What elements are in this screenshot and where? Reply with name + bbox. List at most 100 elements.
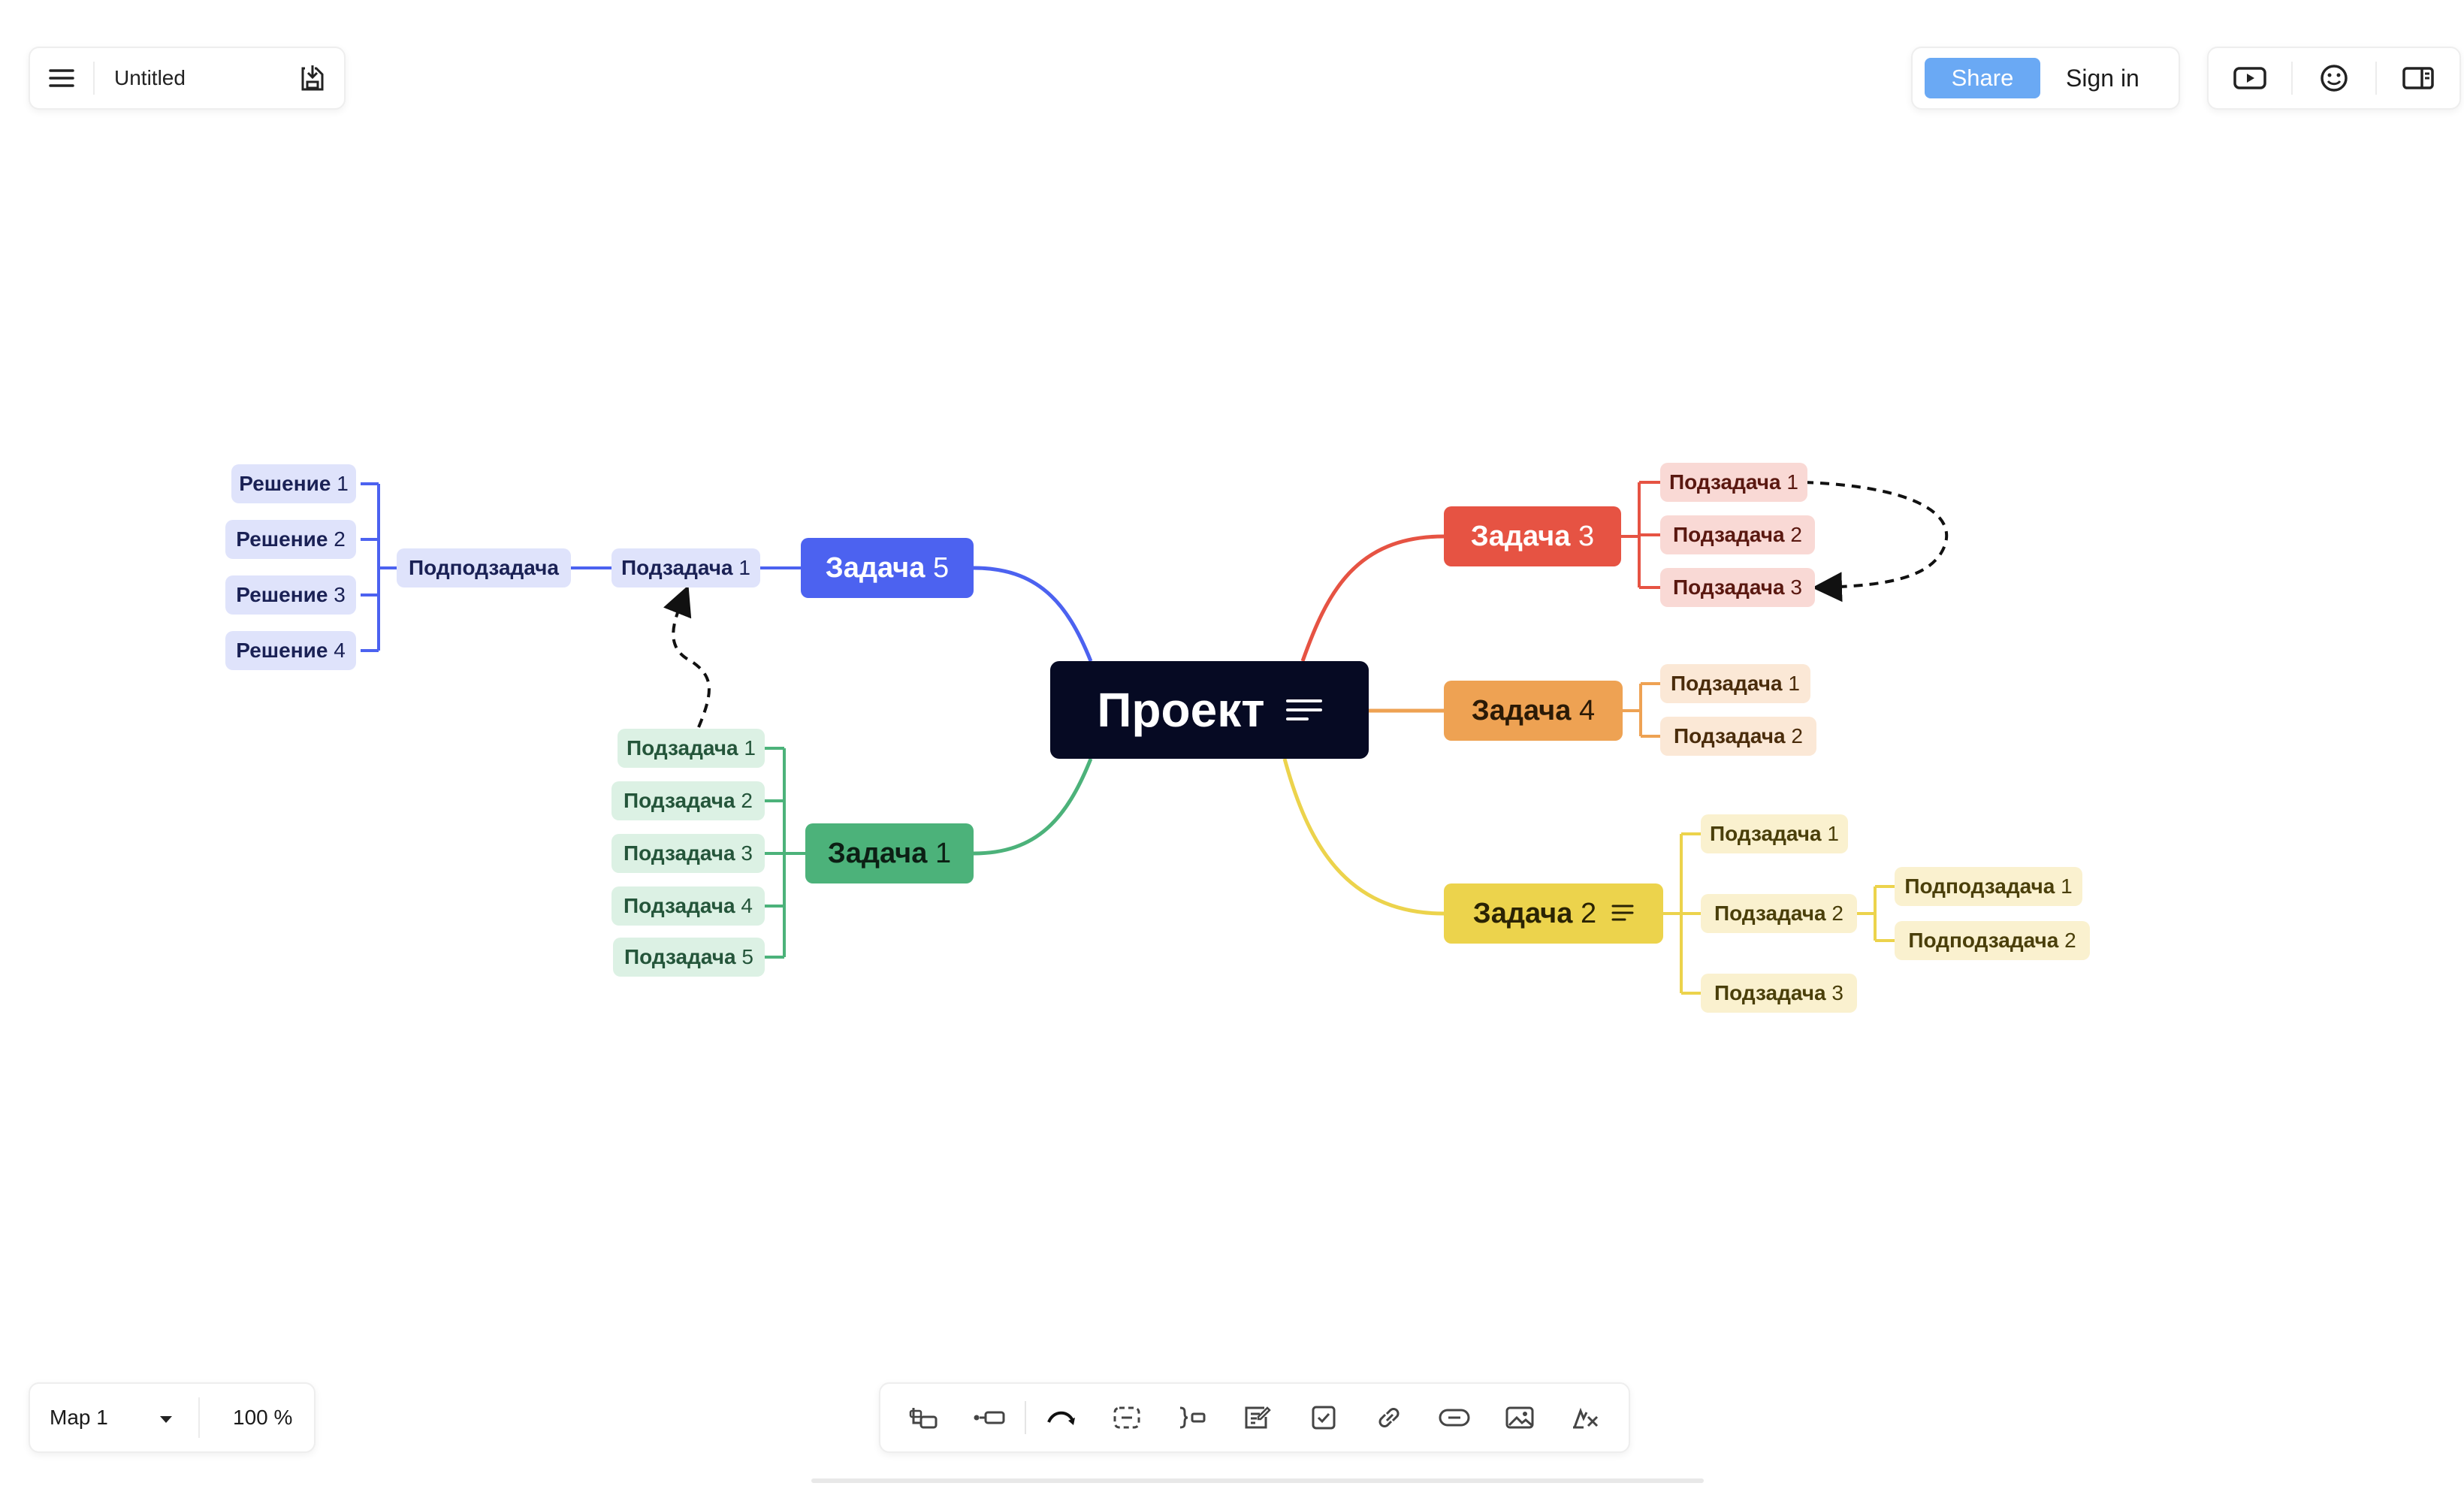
task-label: Задача: [1470, 520, 1571, 552]
caret-down-icon: [159, 1406, 173, 1430]
presentation-play-icon[interactable]: [2209, 47, 2291, 110]
edge-root-task1: [973, 758, 1093, 856]
subtask-label: Подзадача: [1669, 470, 1781, 494]
root-node[interactable]: Проект: [1050, 661, 1369, 759]
summary-bracket-icon[interactable]: [1162, 1388, 1222, 1448]
solution-number: 3: [334, 583, 346, 606]
subtask-number: 1: [1827, 822, 1839, 845]
subtask-label: Подзадача: [624, 841, 735, 865]
bottom-toolbar: [879, 1382, 1630, 1453]
divider: [198, 1397, 200, 1438]
image-icon[interactable]: [1490, 1388, 1550, 1448]
subtask-number: 1: [744, 736, 756, 760]
task-2-subsubtask-1-node[interactable]: Подподзадача 1: [1895, 867, 2082, 906]
clear-format-icon[interactable]: [1555, 1388, 1615, 1448]
solution-number: 4: [334, 639, 346, 662]
task-2-node[interactable]: Задача 2: [1444, 883, 1663, 944]
subtask-number: 3: [741, 841, 753, 865]
menu-icon[interactable]: [30, 47, 93, 110]
relation-arrow-red-1-to-3: [1804, 481, 1949, 603]
task-2-subtask-2-node[interactable]: Подзадача 2: [1701, 894, 1857, 933]
relationship-arrow-icon[interactable]: [1031, 1388, 1092, 1448]
task-number: 4: [1578, 694, 1596, 726]
task-number: 2: [1580, 897, 1597, 929]
subsubtask-number: 1: [2061, 874, 2073, 898]
edge-task4-subs: [1623, 682, 1660, 738]
task-1-subtask-5-node[interactable]: Подзадача 5: [613, 938, 765, 977]
save-icon[interactable]: [281, 47, 344, 110]
task-1-subtask-4-node[interactable]: Подзадача 4: [611, 886, 765, 926]
link-icon[interactable]: [1359, 1388, 1419, 1448]
task-3-subtask-3-node[interactable]: Подзадача 3: [1660, 568, 1815, 607]
task-label: Задача: [1471, 694, 1572, 726]
solution-label: Решение: [236, 527, 328, 551]
sidebar-toggle-icon[interactable]: [2377, 47, 2459, 110]
subtask-number: 2: [1831, 902, 1843, 925]
subtask-label: Подзадача: [627, 736, 738, 760]
embed-link-icon[interactable]: [1424, 1388, 1484, 1448]
smiley-icon[interactable]: [2293, 47, 2375, 110]
solution-4-node[interactable]: Решение 4: [225, 631, 356, 670]
subsubtask-number: 2: [2064, 929, 2076, 952]
subsubtask-node[interactable]: Подподзадача: [397, 548, 571, 587]
share-button[interactable]: Share: [1925, 58, 2040, 98]
task-5-subtask-1-node[interactable]: Подзадача 1: [611, 548, 760, 587]
edge-task3-subs: [1621, 481, 1660, 589]
add-sibling-node-icon[interactable]: [959, 1388, 1019, 1448]
task-number: 1: [935, 837, 952, 869]
task-2-subsubtask-2-node[interactable]: Подподзадача 2: [1895, 921, 2090, 960]
task-2-subtask-1-node[interactable]: Подзадача 1: [1701, 814, 1848, 853]
subtask-label: Подзадача: [1673, 523, 1785, 546]
task-3-subtask-1-node[interactable]: Подзадача 1: [1660, 463, 1807, 502]
zoom-level[interactable]: 100 %: [233, 1406, 293, 1429]
add-child-node-icon[interactable]: [894, 1388, 954, 1448]
edge-task1-subs: [765, 747, 805, 959]
task-1-subtask-2-node[interactable]: Подзадача 2: [611, 781, 765, 820]
solution-1-node[interactable]: Решение 1: [231, 464, 356, 503]
subtask-number: 1: [1786, 470, 1798, 494]
task-2-subtask-3-node[interactable]: Подзадача 3: [1701, 974, 1857, 1013]
subtask-label: Подзадача: [621, 556, 733, 579]
edge-sub2-subsubs: [1857, 885, 1895, 942]
edge-root-task3: [1300, 534, 1445, 662]
solution-3-node[interactable]: Решение 3: [225, 575, 356, 615]
edge-root-task2: [1282, 758, 1445, 916]
subtask-number: 2: [1790, 523, 1802, 546]
subtask-number: 2: [741, 789, 753, 812]
map-selector-panel: Map 1 100 %: [29, 1382, 316, 1453]
subsubtask-label: Подподзадача: [1904, 874, 2055, 898]
map-select-dropdown[interactable]: Map 1: [30, 1406, 198, 1430]
notes-icon: [1611, 904, 1634, 923]
edge-subsub-solutions: [361, 482, 397, 652]
task-1-subtask-1-node[interactable]: Подзадача 1: [618, 729, 765, 768]
subtask-number: 1: [738, 556, 750, 579]
subtask-label: Подзадача: [1674, 724, 1786, 748]
subtask-number: 4: [741, 894, 753, 917]
account-panel: Share Sign in: [1911, 47, 2180, 110]
notes-icon: [1285, 682, 1322, 738]
task-5-node[interactable]: Задача 5: [801, 538, 974, 598]
document-title[interactable]: Untitled: [114, 66, 186, 89]
subtask-label: Подзадача: [624, 894, 735, 917]
subtask-number: 1: [1788, 672, 1800, 695]
solution-2-node[interactable]: Решение 2: [225, 520, 356, 559]
task-4-subtask-1-node[interactable]: Подзадача 1: [1660, 664, 1810, 703]
task-1-subtask-3-node[interactable]: Подзадача 3: [611, 834, 765, 873]
solution-label: Решение: [236, 639, 328, 662]
task-checkbox-icon[interactable]: [1294, 1388, 1354, 1448]
subtask-number: 3: [1790, 575, 1802, 599]
sign-in-button[interactable]: Sign in: [2066, 64, 2139, 92]
task-3-subtask-2-node[interactable]: Подзадача 2: [1660, 515, 1815, 554]
task-4-node[interactable]: Задача 4: [1444, 681, 1623, 741]
subtask-label: Подзадача: [1671, 672, 1783, 695]
task-3-node[interactable]: Задача 3: [1444, 506, 1621, 566]
boundary-icon[interactable]: [1097, 1388, 1157, 1448]
toolbar-divider: [1025, 1401, 1027, 1434]
task-4-subtask-2-node[interactable]: Подзадача 2: [1660, 717, 1816, 756]
edge-root-task5: [973, 566, 1093, 662]
horizontal-scrollbar[interactable]: [811, 1478, 1704, 1483]
root-label: Проект: [1097, 683, 1265, 737]
note-edit-icon[interactable]: [1227, 1388, 1288, 1448]
task-1-node[interactable]: Задача 1: [805, 823, 974, 883]
solution-number: 2: [334, 527, 346, 551]
